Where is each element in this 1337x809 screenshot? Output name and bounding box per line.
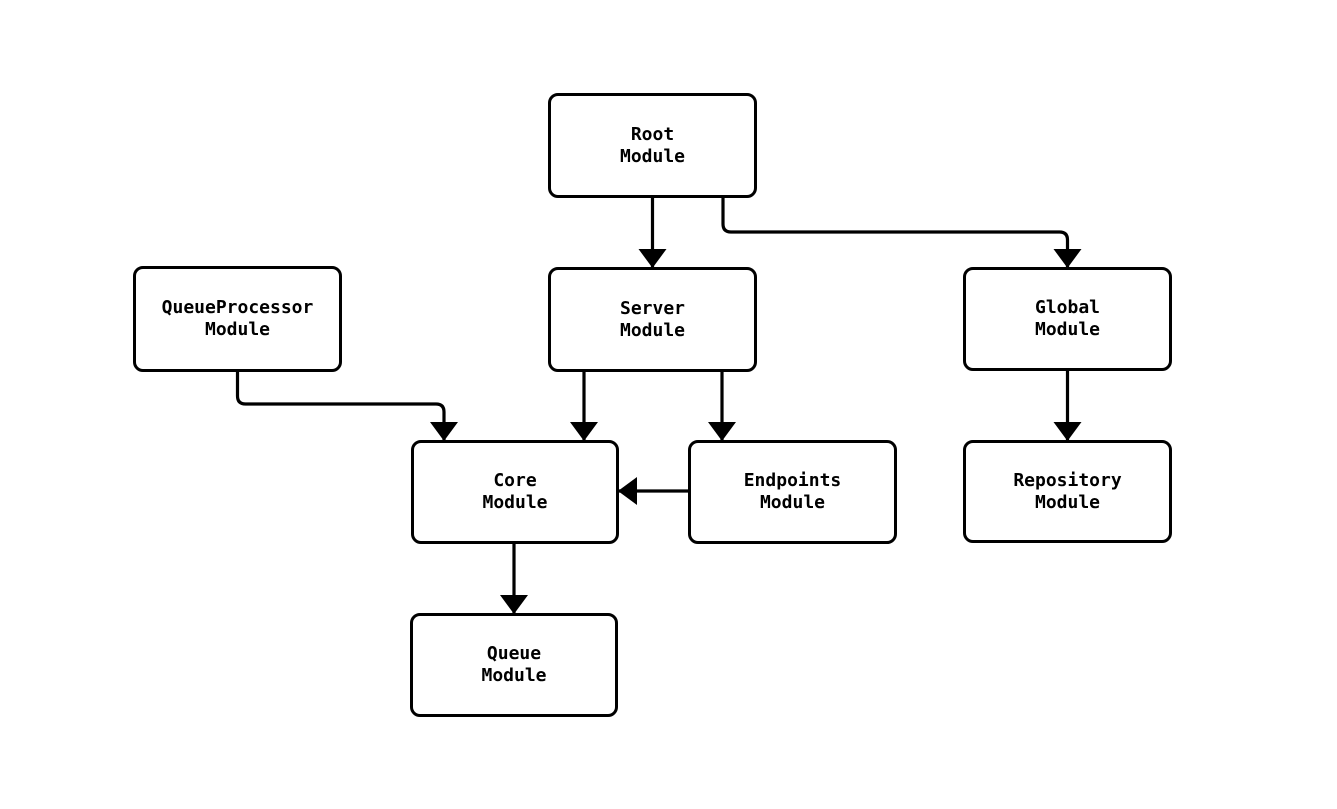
node-label-server: Server Module	[619, 297, 686, 341]
node-label-global: Global Module	[1034, 297, 1101, 340]
node-label-endpoints: Endpoints Module	[743, 470, 842, 513]
node-core-module: Core Module	[411, 440, 619, 544]
node-repository-module: Repository Module	[963, 440, 1172, 543]
edge-root-to-global	[721, 196, 1082, 269]
node-label-root: Root Module	[619, 123, 686, 167]
node-queue-module: Queue Module	[410, 613, 618, 717]
node-endpoints-module: Endpoints Module	[688, 440, 897, 544]
node-root-module: Root Module	[548, 93, 757, 198]
node-label-repository: Repository Module	[1013, 469, 1122, 513]
node-label-queueprocessor: QueueProcessor Module	[161, 297, 314, 340]
node-label-queue: Queue Module	[481, 643, 547, 686]
node-label-core: Core Module	[482, 470, 548, 513]
node-server-module: Server Module	[548, 267, 757, 372]
edge-queueprocessor-to-core	[235, 370, 458, 442]
node-queueprocessor-module: QueueProcessor Module	[133, 266, 342, 372]
edges-group	[235, 196, 1082, 615]
node-global-module: Global Module	[963, 267, 1172, 371]
